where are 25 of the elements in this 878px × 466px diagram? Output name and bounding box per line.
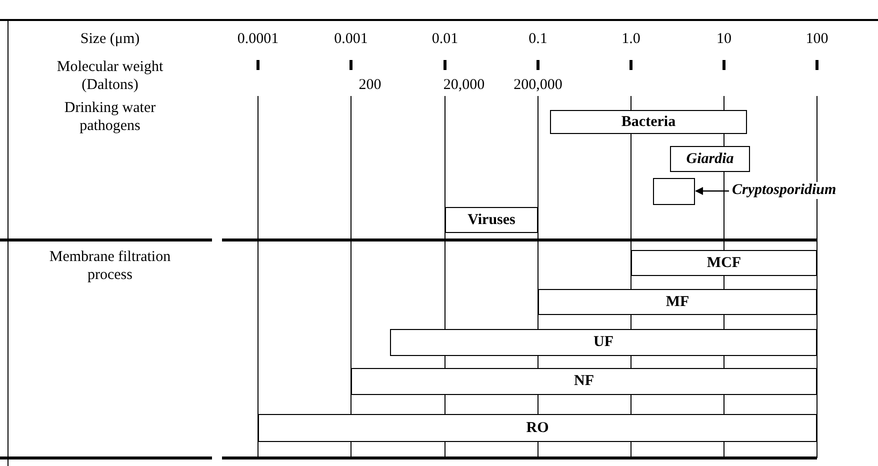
range-bar: NF [351,368,817,395]
tick-label: 10 [716,30,732,48]
tick-label: 100 [804,30,830,48]
tick-label: 1.0 [620,30,642,48]
row-heading: Drinking water pathogens [63,99,157,135]
range-bar [653,178,695,205]
range-bar: RO [258,414,817,442]
range-bar: Viruses [445,207,538,233]
range-bar: UF [390,329,817,356]
tick-label: 20,000 [442,76,486,94]
tick-label: 200,000 [512,76,564,94]
leader-arrow [695,187,729,195]
tick-label: 0.01 [430,30,460,48]
axis-title: Size (μm) [79,30,141,48]
range-bar: MF [538,289,817,315]
range-bar: Giardia [670,146,750,172]
tick-label: 0.0001 [236,30,280,48]
tick-label: 0.1 [528,30,548,48]
axis-title: Molecular weight (Daltons) [56,58,164,94]
tick-label: 200 [358,76,382,94]
row-heading: Membrane filtration process [48,248,172,284]
callout-text: Cryptosporidium [731,182,838,199]
range-bar: MCF [631,250,817,276]
range-bar: Bacteria [550,110,747,134]
tick-label: 0.001 [333,30,369,48]
